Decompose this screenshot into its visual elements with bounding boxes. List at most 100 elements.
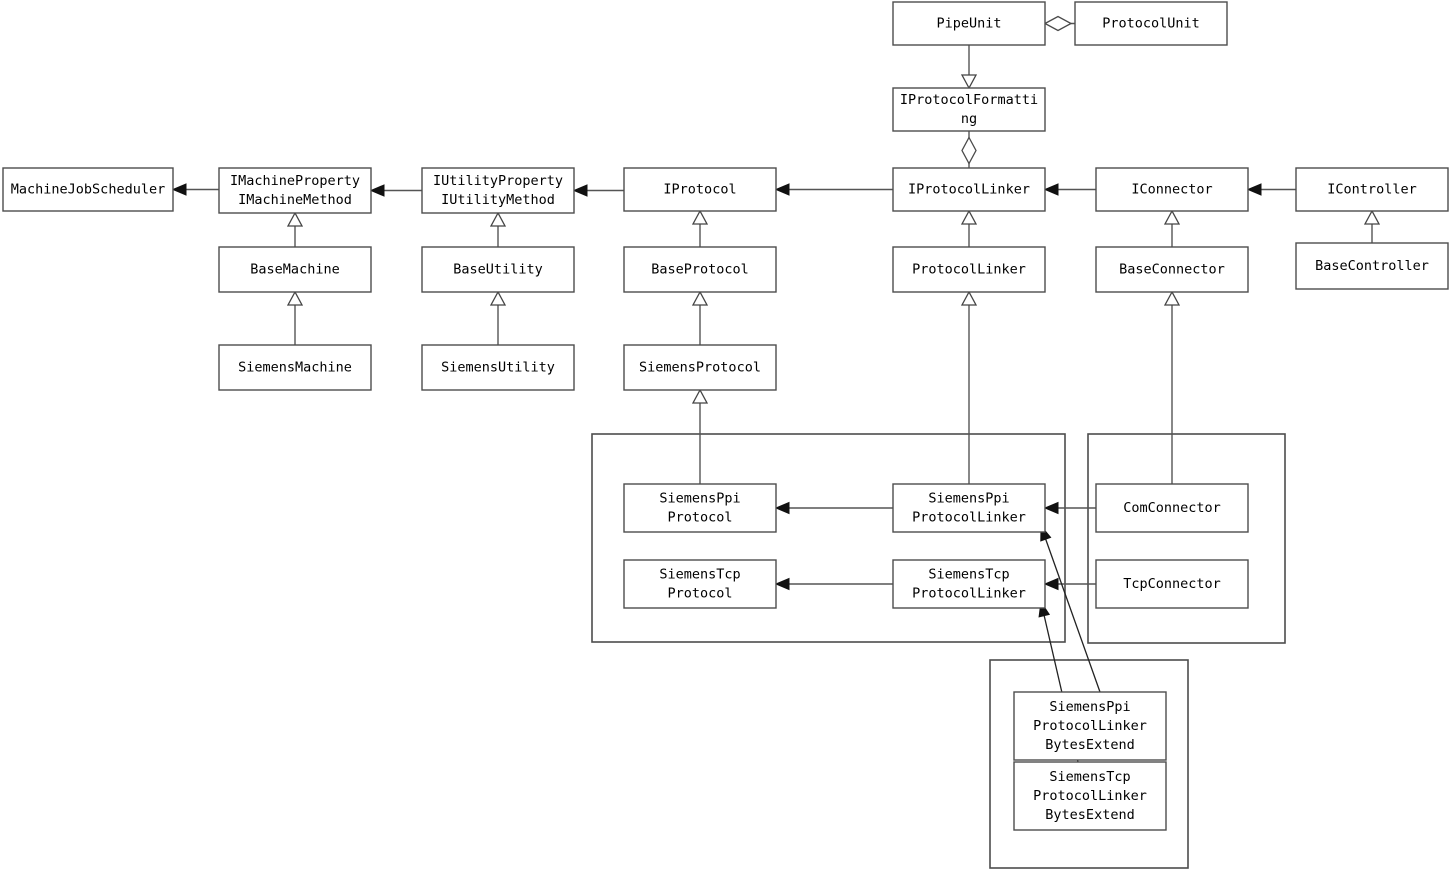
class-name-line: SiemensUtility xyxy=(441,360,555,376)
class-box[interactable] xyxy=(1013,691,1167,761)
relation-line xyxy=(1044,538,1101,693)
class-name-line: BytesExtend xyxy=(1045,807,1134,823)
class-box[interactable] xyxy=(421,344,575,391)
arrowhead-hollow-triangle xyxy=(691,290,709,306)
arrowhead-solid xyxy=(171,183,187,196)
class-box[interactable] xyxy=(1295,167,1449,212)
class-name-line: SiemensPpi xyxy=(1049,699,1130,715)
class-box[interactable] xyxy=(623,559,777,609)
class-name-line: Protocol xyxy=(667,510,732,526)
class-box[interactable] xyxy=(2,167,174,212)
class-name-line: IUtilityMethod xyxy=(441,192,555,208)
class-name-line: SiemensPpi xyxy=(659,491,740,507)
class-node-TcpConnector[interactable]: TcpConnector xyxy=(1095,559,1249,609)
class-name-line: SiemensTcp xyxy=(659,567,740,583)
class-box[interactable] xyxy=(421,167,575,214)
arrowhead-hollow-triangle xyxy=(286,290,304,306)
class-box[interactable] xyxy=(1095,167,1249,212)
class-box[interactable] xyxy=(1095,559,1249,609)
class-box[interactable] xyxy=(1013,761,1167,831)
class-name-line: SiemensTcp xyxy=(928,567,1009,583)
class-box[interactable] xyxy=(1095,483,1249,533)
class-name-line: SiemensTcp xyxy=(1049,769,1130,785)
class-name-line: TcpConnector xyxy=(1123,576,1221,592)
class-box[interactable] xyxy=(892,246,1046,293)
class-box[interactable] xyxy=(892,483,1046,533)
arrowhead-solid xyxy=(369,184,385,197)
class-box[interactable] xyxy=(218,167,372,214)
arrowhead-hollow-triangle xyxy=(286,211,304,227)
arrowhead-hollow-triangle xyxy=(1363,209,1381,225)
class-box[interactable] xyxy=(218,344,372,391)
group-box-connector-group xyxy=(1087,433,1286,644)
class-node-BaseProtocol[interactable]: BaseProtocol xyxy=(623,246,777,293)
class-node-BaseMachine[interactable]: BaseMachine xyxy=(218,246,372,293)
class-node-IProtocolLinker[interactable]: IProtocolLinker xyxy=(892,167,1046,212)
class-box[interactable] xyxy=(892,1,1046,46)
class-name-line: ProtocolLinker xyxy=(1033,718,1147,734)
class-box[interactable] xyxy=(892,167,1046,212)
class-box[interactable] xyxy=(892,87,1046,132)
class-node-BaseConnector[interactable]: BaseConnector xyxy=(1095,246,1249,293)
class-node-ComConnector[interactable]: ComConnector xyxy=(1095,483,1249,533)
class-name-line: SiemensPpi xyxy=(928,491,1009,507)
class-name-line: SiemensMachine xyxy=(238,360,352,376)
class-box[interactable] xyxy=(623,483,777,533)
class-node-PipeUnit[interactable]: PipeUnit xyxy=(892,1,1046,46)
class-box[interactable] xyxy=(218,246,372,293)
class-node-SiemensMachine[interactable]: SiemensMachine xyxy=(218,344,372,391)
class-node-ProtocolUnit[interactable]: ProtocolUnit xyxy=(1074,1,1228,46)
class-node-ProtocolLinker[interactable]: ProtocolLinker xyxy=(892,246,1046,293)
class-node-SiemensProtocol[interactable]: SiemensProtocol xyxy=(623,344,777,391)
class-name-line: ProtocolUnit xyxy=(1102,16,1200,32)
class-name-line: IProtocol xyxy=(663,182,736,198)
arrowhead-solid xyxy=(1043,501,1059,515)
class-nodes-layer: PipeUnit ProtocolUnitIProtocolFormattingM… xyxy=(2,1,1449,831)
class-node-IProtocol[interactable]: IProtocol xyxy=(623,167,777,212)
class-node-IConnector[interactable]: IConnector xyxy=(1095,167,1249,212)
class-node-BaseController[interactable]: BaseController xyxy=(1295,242,1449,290)
class-name-line: BaseMachine xyxy=(250,262,339,278)
class-name-line: IProtocolLinker xyxy=(908,182,1030,198)
arrowhead-solid xyxy=(1043,183,1059,196)
class-box[interactable] xyxy=(623,167,777,212)
class-name-line: ProtocolLinker xyxy=(912,586,1026,602)
class-node-SiemensUtility[interactable]: SiemensUtility xyxy=(421,344,575,391)
arrowhead-solid xyxy=(572,184,588,197)
class-name-line: IProtocolFormatti xyxy=(900,92,1038,108)
class-name-line: IMachineProperty xyxy=(230,173,360,189)
class-box[interactable] xyxy=(421,246,575,293)
class-box[interactable] xyxy=(623,246,777,293)
arrowhead-hollow-triangle xyxy=(1163,290,1181,306)
class-box[interactable] xyxy=(892,559,1046,609)
class-box[interactable] xyxy=(623,344,777,391)
arrowhead-hollow-triangle xyxy=(960,74,978,90)
class-name-line: BytesExtend xyxy=(1045,737,1134,753)
group-box-protocol-linker-group xyxy=(591,433,1066,643)
diamond-aggregation xyxy=(1043,15,1073,32)
class-node-BaseUtility[interactable]: BaseUtility xyxy=(421,246,575,293)
class-name-line: ProtocolLinker xyxy=(1033,788,1147,804)
class-box[interactable] xyxy=(1095,246,1249,293)
arrowhead-solid xyxy=(1246,183,1262,196)
class-box[interactable] xyxy=(1295,242,1449,290)
class-name-line: BaseController xyxy=(1315,258,1429,274)
class-name-line: SiemensProtocol xyxy=(639,360,761,376)
class-node-MachineJobScheduler[interactable]: MachineJobScheduler xyxy=(2,167,174,212)
class-name-line: MachineJobScheduler xyxy=(11,182,165,198)
group-boxes-layer xyxy=(591,433,1286,869)
class-name-line: IMachineMethod xyxy=(238,192,352,208)
class-box[interactable] xyxy=(1074,1,1228,46)
class-node-IController[interactable]: IController xyxy=(1295,167,1449,212)
